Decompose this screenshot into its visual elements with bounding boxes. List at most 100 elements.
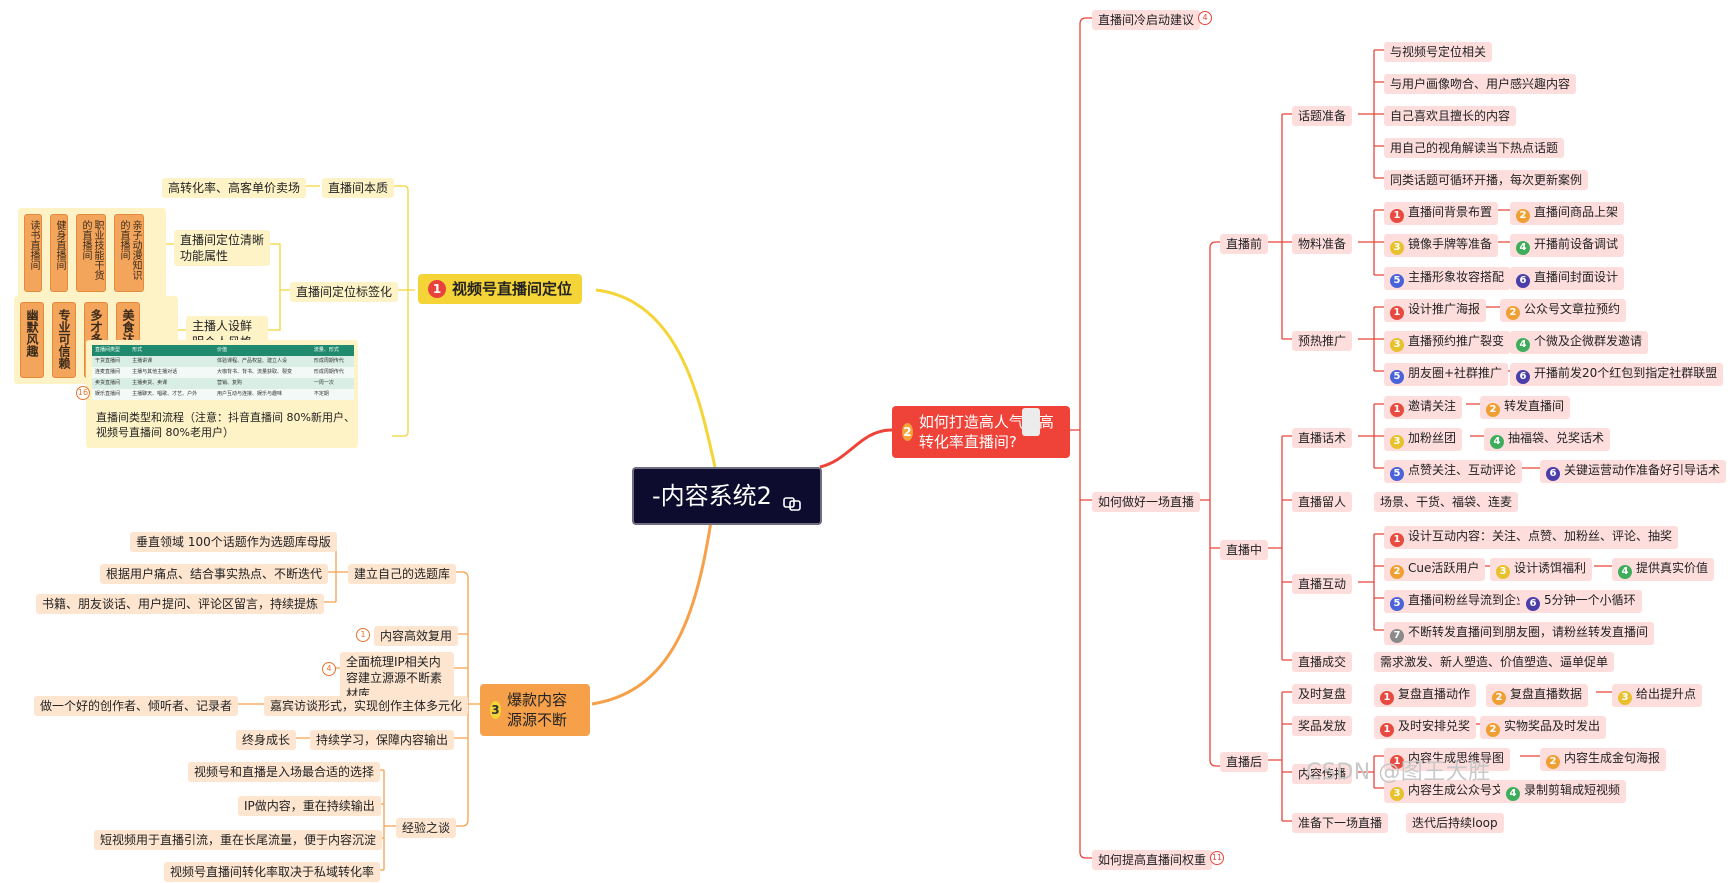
table-row: 娱乐直播间主播聊天、唱歌、才艺、户外 用户互动与连接、娱乐与趣味不定期 [92, 389, 354, 400]
node-weight[interactable]: 如何提高直播间权重 [1092, 850, 1213, 870]
node-experience[interactable]: 经验之谈 [396, 818, 457, 838]
table-row: 连麦直播间主播与其他主播对话 大咖背书、背书、流量获取、裂变形成周期传代 [92, 367, 354, 378]
collapsed-count-badge[interactable]: 4 [1198, 11, 1212, 25]
collapsed-count-badge[interactable]: 16 [76, 386, 90, 400]
node-clear-positioning[interactable]: 直播间定位清晰功能属性 [174, 230, 270, 266]
list-item[interactable]: 与用户画像吻合、用户感兴趣内容 [1384, 74, 1577, 94]
node-prize[interactable]: 奖品发放 [1292, 716, 1353, 736]
list-item[interactable]: 视频号和直播是入场最合适的选择 [188, 762, 381, 782]
node-warmup[interactable]: 预热推广 [1292, 331, 1353, 351]
node-during-live[interactable]: 直播中 [1220, 540, 1269, 560]
tag-reading: 读书直播间 [24, 214, 42, 292]
link-icon [782, 488, 802, 511]
node-interaction[interactable]: 直播互动 [1292, 574, 1353, 594]
node-tagging[interactable]: 直播间定位标签化 [290, 282, 399, 302]
list-item[interactable]: 与视频号定位相关 [1384, 42, 1493, 62]
list-item[interactable]: 短视频用于直播引流，重在长尾流量，便于内容沉淀 [94, 830, 383, 850]
node-review[interactable]: 及时复盘 [1292, 684, 1353, 704]
node-essence-detail[interactable]: 高转化率、高客单价卖场 [162, 178, 307, 198]
node-essence[interactable]: 直播间本质 [322, 178, 395, 198]
table-header: 直播间类型 [92, 345, 130, 356]
list-item[interactable]: 书籍、朋友谈话、用户提问、评论区留言，持续提炼 [36, 594, 325, 614]
node-retain[interactable]: 直播留人 [1292, 492, 1353, 512]
branch-high-popularity-live[interactable]: 2 如何打造高人气、高转化率直播间? [892, 406, 1070, 458]
tag-humor: 幽默风趣 [20, 302, 44, 378]
list-item[interactable]: 做一个好的创作者、倾听者、记录者 [34, 696, 239, 716]
node-live-script[interactable]: 直播话术 [1292, 428, 1353, 448]
table-row: 干货直播间主播讲课 体验课程、产品权益、建立人设形成周期传代 [92, 356, 354, 367]
node-topic-prep[interactable]: 话题准备 [1292, 106, 1353, 126]
table-header: 价值 [214, 345, 311, 356]
list-item[interactable]: 自己喜欢且擅长的内容 [1384, 106, 1517, 126]
branch-hit-content[interactable]: 3 爆款内容源源不断 [480, 684, 590, 736]
tag-fitness: 健身直播间 [50, 214, 68, 292]
node-cold-start[interactable]: 直播间冷启动建议 [1092, 10, 1201, 30]
list-item[interactable]: 需求激发、新人塑造、价值塑造、逼单促单 [1374, 652, 1615, 672]
node-deal[interactable]: 直播成交 [1292, 652, 1353, 672]
placeholder-box [1022, 408, 1040, 436]
list-item[interactable]: 垂直领域 100个话题作为选题库母版 [130, 532, 337, 552]
tag-skills: 职业技能干货的直播间 [76, 214, 106, 292]
tag-professional: 专业可信赖 [52, 302, 76, 378]
collapsed-count-badge[interactable]: 1 [356, 628, 370, 642]
list-item[interactable]: 视频号直播间转化率取决于私域转化率 [164, 862, 381, 882]
list-item[interactable]: 根据用户痛点、结合事实热点、不断迭代 [100, 564, 329, 584]
list-item[interactable]: 场景、干货、福袋、连麦 [1374, 492, 1519, 512]
node-before-live[interactable]: 直播前 [1220, 234, 1269, 254]
list-item[interactable]: 迭代后持续loop [1406, 813, 1504, 833]
collapsed-count-badge[interactable]: 4 [322, 662, 336, 676]
node-guest-interview[interactable]: 嘉宾访谈形式，实现创作主体多元化 [264, 696, 469, 716]
node-topic-library[interactable]: 建立自己的选题库 [348, 564, 457, 584]
node-material-prep[interactable]: 物料准备 [1292, 234, 1353, 254]
list-item[interactable]: IP做内容，重在持续输出 [238, 796, 381, 816]
central-topic[interactable]: -内容系统2 [632, 467, 822, 525]
table-header: 形式 [129, 345, 215, 356]
node-after-live[interactable]: 直播后 [1220, 752, 1269, 772]
list-item[interactable]: 终身成长 [236, 730, 297, 750]
node-ip-material[interactable]: 全面梳理IP相关内容建立源源不断素材库 [340, 652, 454, 704]
node-next-live[interactable]: 准备下一场直播 [1292, 813, 1389, 833]
list-item[interactable]: 用自己的视角解读当下热点话题 [1384, 138, 1565, 158]
node-reuse[interactable]: 内容高效复用 [374, 626, 459, 646]
collapsed-count-badge[interactable]: 11 [1210, 851, 1224, 865]
node-spread[interactable]: 内容传播 [1292, 764, 1353, 784]
list-item[interactable]: 同类话题可循环开播，每次更新案例 [1384, 170, 1589, 190]
node-keep-learning[interactable]: 持续学习，保障内容输出 [310, 730, 455, 750]
branch-live-positioning[interactable]: 1 视频号直播间定位 [418, 274, 583, 304]
node-do-live-well[interactable]: 如何做好一场直播 [1092, 492, 1201, 512]
